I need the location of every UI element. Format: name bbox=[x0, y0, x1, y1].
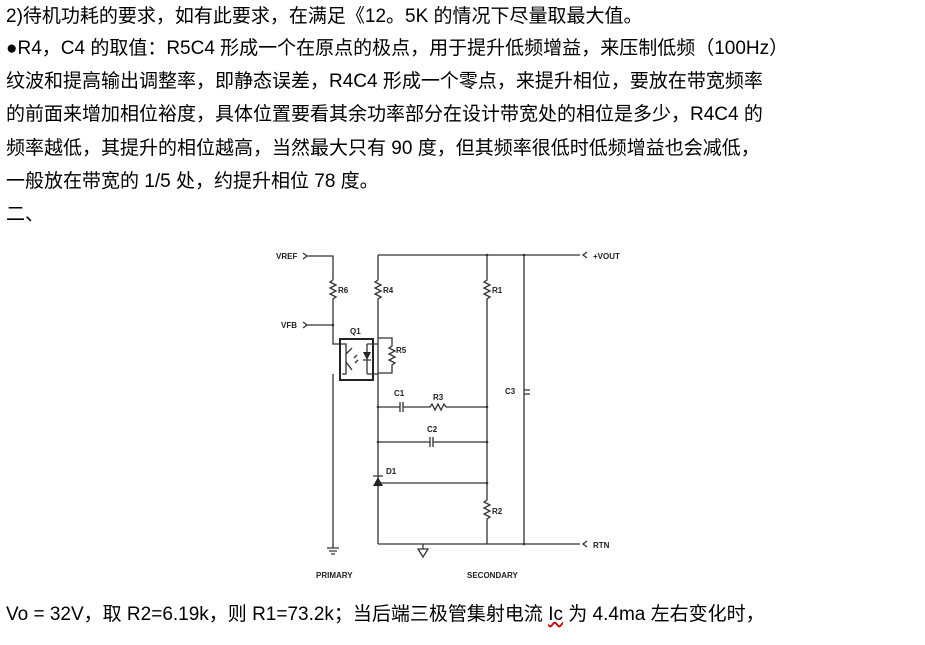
paragraph-line: 一般放在带宽的 1/5 处，约提升相位 78 度。 bbox=[6, 171, 379, 192]
paragraph-line: 纹波和提高输出调整率，即静态误差，R4C4 形成一个零点，来提升相位，要放在带宽… bbox=[6, 71, 763, 92]
paragraph-line: 的前面来增加相位裕度，具体位置要看其余功率部分在设计带宽处的相位是多少，R4C4… bbox=[6, 104, 763, 125]
paragraph-line: Vo = 32V，取 R2=6.19k，则 R1=73.2k；当后端三极管集射电… bbox=[6, 604, 765, 626]
text: 为 4.4ma 左右变化时， bbox=[563, 604, 765, 625]
label-c2: C2 bbox=[427, 425, 438, 434]
label-r3: R3 bbox=[433, 393, 444, 402]
paragraph-line: 频率越低，其提升的相位越高，当然最大只有 90 度，但其频率很低时低频增益也会减… bbox=[6, 138, 760, 159]
label-c3: C3 bbox=[505, 387, 516, 396]
spellcheck-word: Ic bbox=[548, 604, 563, 625]
label-c1: C1 bbox=[394, 389, 405, 398]
label-q1: Q1 bbox=[350, 327, 361, 336]
label-secondary: SECONDARY bbox=[467, 571, 518, 580]
text: Vo = 32V，取 R2=6.19k，则 R1=73.2k；当后端三极管集射电… bbox=[6, 604, 549, 625]
zener-d1 bbox=[373, 477, 383, 486]
label-rtn: RTN bbox=[593, 541, 610, 550]
label-primary: PRIMARY bbox=[316, 571, 353, 580]
resistor-r6 bbox=[328, 279, 338, 325]
label-vout: +VOUT bbox=[593, 252, 620, 261]
label-r5: R5 bbox=[396, 346, 407, 355]
label-vref: VREF bbox=[276, 252, 297, 261]
paragraph-line: 二、 bbox=[6, 204, 45, 225]
label-d1: D1 bbox=[386, 467, 397, 476]
label-r4: R4 bbox=[383, 286, 394, 295]
label-r6: R6 bbox=[338, 286, 349, 295]
paragraph-line: 2)待机功耗的要求，如有此要求，在满足《12。5K 的情况下尽量取最大值。 bbox=[6, 6, 643, 27]
paragraph-line: ●R4，C4 的取值：R5C4 形成一个在原点的极点，用于提升低频增益，来压制低… bbox=[6, 38, 789, 59]
label-r1: R1 bbox=[492, 286, 503, 295]
label-r2: R2 bbox=[492, 507, 503, 516]
optocoupler-q1 bbox=[339, 338, 374, 381]
label-vfb: VFB bbox=[281, 321, 297, 330]
